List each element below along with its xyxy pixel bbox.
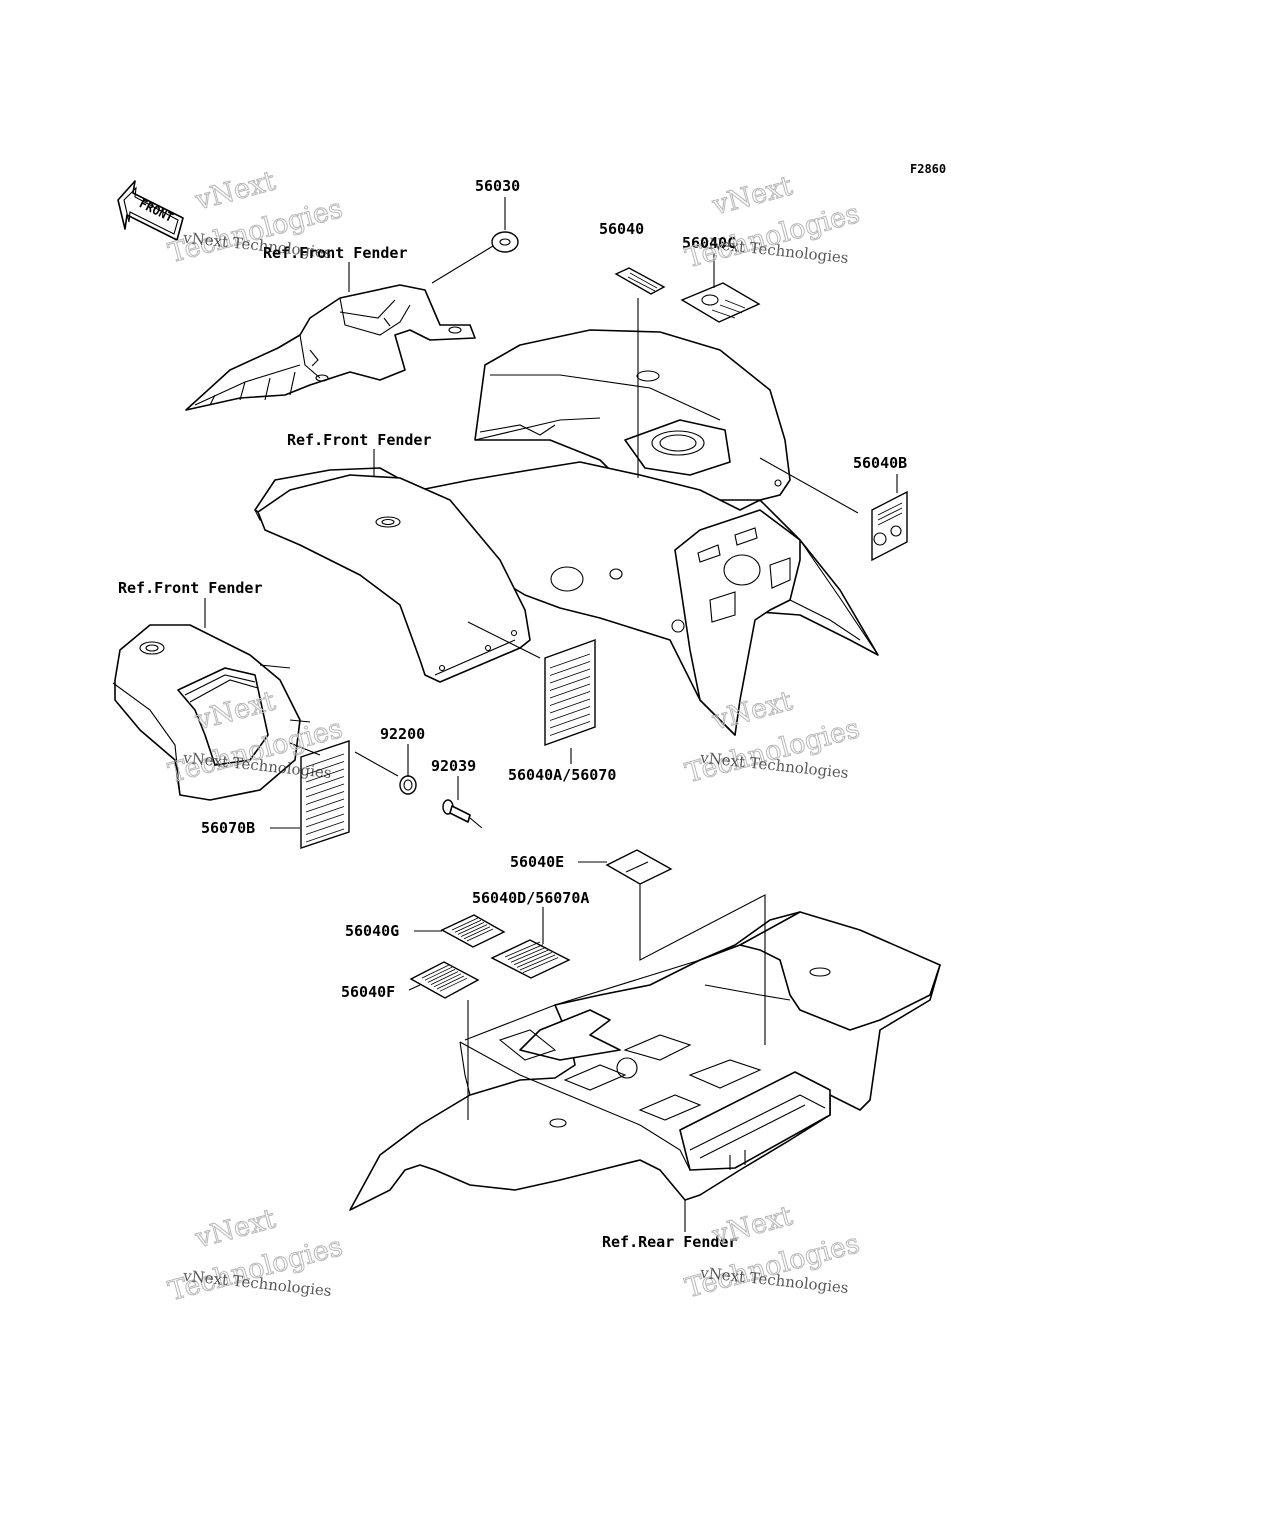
watermark-5: vNext Technologies vNext Technologies: [165, 1203, 347, 1308]
label-ref-rear-fender: Ref.Rear Fender: [602, 1233, 737, 1251]
svg-text:vNext: vNext: [708, 170, 795, 221]
sticker-text-line: [305, 813, 345, 828]
sticker-text-line: [430, 971, 459, 985]
sticker-text-line: [436, 975, 465, 990]
sticker-56040B: [871, 490, 908, 562]
svg-text:vNext: vNext: [708, 1200, 795, 1251]
label-56030: 56030: [475, 177, 520, 195]
sticker-text-line: [439, 977, 468, 992]
sticker-56040A-56070: [544, 639, 596, 746]
sticker-56040: [614, 267, 666, 295]
watermark-1: vNext Technologies vNext Technologies: [165, 165, 347, 270]
sticker-text-line: [305, 776, 345, 790]
sticker-text-line: [507, 944, 544, 960]
label-ref-front-fender-2: Ref.Front Fender: [287, 431, 432, 449]
svg-text:vNext: vNext: [191, 165, 278, 216]
sticker-text-line: [460, 924, 488, 937]
sticker-56040F: [409, 961, 480, 999]
label-56040E: 56040E: [510, 853, 564, 871]
sticker-text-line: [549, 713, 591, 729]
sticker-text-line: [454, 919, 482, 933]
label-56040C: 56040C: [682, 234, 736, 252]
sticker-text-line: [451, 917, 479, 931]
sticker-text-line: [427, 969, 456, 983]
sticker-text-line: [510, 946, 547, 963]
rivet-92039: [442, 799, 483, 829]
sticker-text-line: [466, 928, 494, 942]
front-fender-upper-part: [185, 284, 476, 411]
sticker-56040D-56070A: [490, 939, 571, 979]
sticker-text-line: [305, 798, 345, 813]
sticker-56040G: [440, 914, 506, 948]
sticker-56070B: [300, 740, 350, 849]
label-92039: 92039: [431, 757, 476, 775]
sticker-text-line: [549, 661, 591, 676]
front-fender-main: [254, 329, 879, 736]
rear-fender: [349, 911, 941, 1211]
sticker-text-line: [516, 952, 553, 968]
sticker-text-line: [549, 668, 591, 684]
sticker-text-line: [549, 676, 591, 691]
label-56040G: 56040G: [345, 922, 399, 940]
sticker-text-line: [522, 957, 559, 973]
sticker-text-line: [549, 698, 591, 714]
sticker-text-line: [305, 753, 345, 768]
front-fender-left-part: [112, 624, 311, 801]
sticker-text-line: [305, 806, 345, 820]
label-92200: 92200: [380, 725, 425, 743]
sticker-text-line: [305, 828, 345, 843]
sticker-56040E: [605, 849, 673, 885]
label-56040A-56070: 56040A/56070: [508, 766, 616, 784]
sticker-text-line: [463, 926, 491, 940]
sticker-text-line: [433, 973, 462, 988]
sticker-text-line: [549, 683, 591, 699]
part-labels: 56030 56040 56040C 56040B 56040A/56070 9…: [118, 177, 907, 1251]
sticker-text-line: [549, 721, 591, 736]
sticker-text-line: [424, 966, 453, 981]
figure-id: F2860: [910, 162, 946, 176]
leader-lines: [204, 197, 898, 1232]
sticker-text-line: [305, 783, 345, 798]
sticker-text-line: [549, 653, 591, 669]
washer-56030: [491, 231, 519, 253]
label-ref-front-fender-1: Ref.Front Fender: [263, 244, 408, 262]
sticker-text-line: [504, 941, 541, 958]
label-56040: 56040: [599, 220, 644, 238]
watermark-2: vNext Technologies vNext Technologies: [682, 170, 864, 275]
sticker-text-line: [305, 761, 345, 775]
sticker-text-line: [421, 964, 450, 979]
sticker-text-line: [513, 949, 550, 966]
label-56040D-56070A: 56040D/56070A: [472, 889, 589, 907]
front-arrow-icon: FRONT: [117, 180, 184, 241]
sticker-text-line: [305, 791, 345, 805]
sticker-text-line: [549, 706, 591, 721]
label-56040B: 56040B: [853, 454, 907, 472]
sticker-text-line: [549, 691, 591, 706]
sticker-56040C: [680, 282, 761, 323]
label-ref-front-fender-3: Ref.Front Fender: [118, 579, 263, 597]
svg-text:vNext: vNext: [191, 1203, 278, 1254]
washer-92200: [399, 775, 417, 795]
sticker-text-line: [305, 768, 345, 783]
label-56070B: 56070B: [201, 819, 255, 837]
sticker-text-line: [519, 954, 556, 971]
label-56040F: 56040F: [341, 983, 395, 1001]
sticker-text-line: [305, 821, 345, 835]
sticker-text-line: [457, 922, 485, 935]
